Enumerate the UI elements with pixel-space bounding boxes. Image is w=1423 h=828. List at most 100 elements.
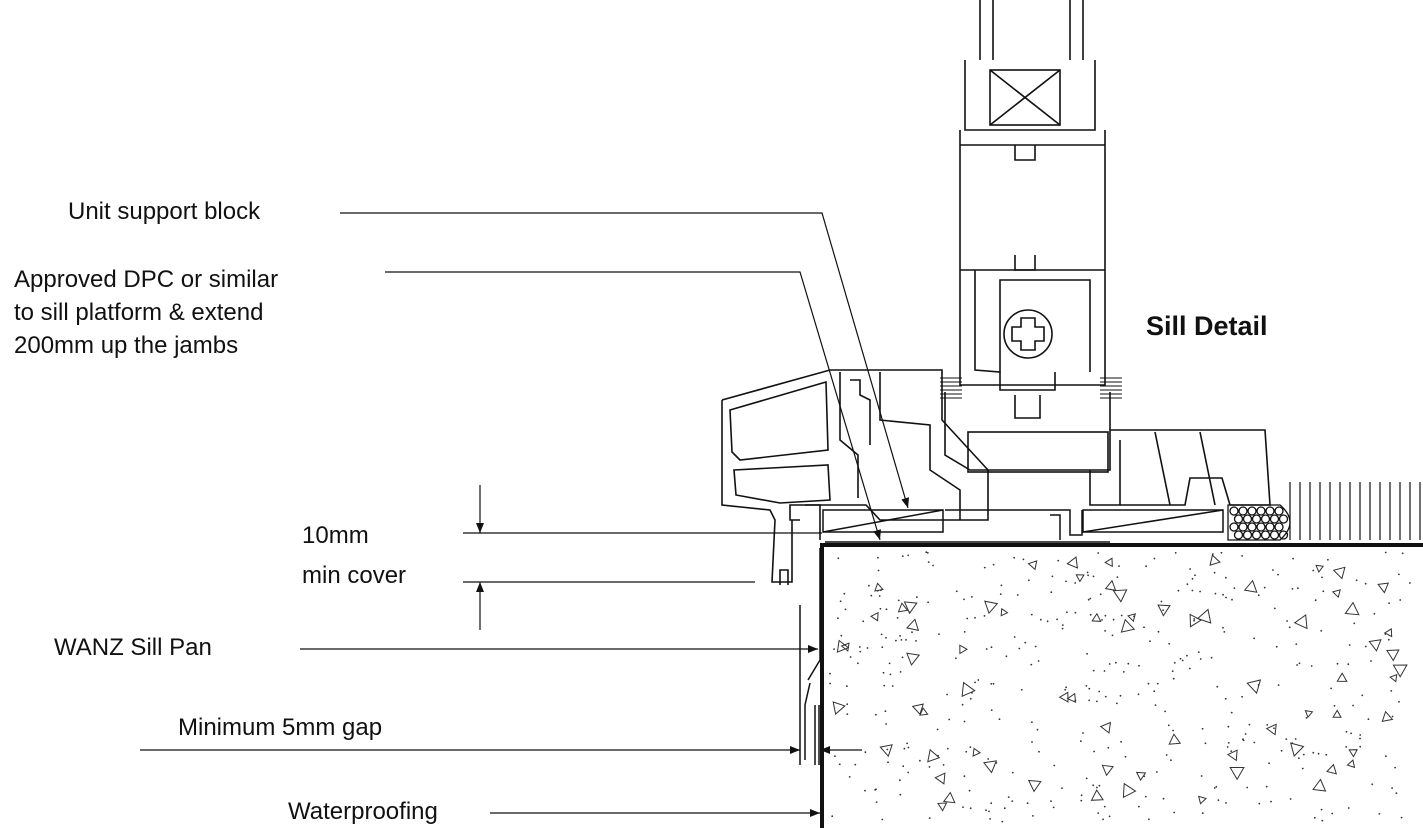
concrete-speck bbox=[971, 596, 973, 598]
concrete-speck bbox=[1186, 583, 1189, 586]
concrete-speck bbox=[862, 620, 865, 623]
concrete-speck bbox=[925, 551, 928, 554]
concrete-speck bbox=[864, 751, 867, 754]
concrete-speck bbox=[1347, 807, 1350, 809]
concrete-speck bbox=[1370, 660, 1372, 662]
concrete-speck bbox=[899, 779, 901, 782]
rod-cell bbox=[1229, 522, 1239, 532]
concrete-speck bbox=[1317, 752, 1320, 755]
concrete-speck bbox=[880, 633, 883, 636]
concrete-speck bbox=[1065, 686, 1067, 689]
concrete-speck bbox=[887, 761, 889, 764]
concrete-speck bbox=[1011, 771, 1014, 774]
concrete-speck bbox=[840, 634, 843, 637]
rod-cell bbox=[1278, 530, 1289, 540]
concrete-speck bbox=[1361, 694, 1364, 697]
concrete-speck bbox=[1050, 800, 1052, 802]
concrete-speck bbox=[998, 718, 1001, 721]
aggregate-stone bbox=[1189, 613, 1203, 628]
concrete-speck bbox=[1277, 684, 1280, 686]
aggregate-stone bbox=[1091, 612, 1102, 622]
concrete-speck bbox=[1097, 552, 1100, 554]
concrete-speck bbox=[1118, 565, 1120, 567]
concrete-speck bbox=[962, 806, 964, 808]
concrete-speck bbox=[927, 601, 929, 604]
aggregate-stone bbox=[1198, 795, 1207, 805]
concrete-speck bbox=[881, 646, 884, 649]
concrete-speck bbox=[969, 807, 972, 810]
concrete-speck bbox=[1186, 654, 1188, 657]
rod-cell bbox=[1269, 530, 1280, 540]
label-waterproofing: Waterproofing bbox=[288, 798, 438, 825]
concrete-speck bbox=[1273, 607, 1276, 610]
aggregate-stone bbox=[1381, 710, 1394, 723]
aggregate-stone bbox=[1209, 554, 1221, 566]
concrete-speck bbox=[1120, 614, 1123, 617]
aggregate-stone bbox=[1389, 673, 1398, 683]
sill-extrusion bbox=[721, 369, 989, 585]
concrete-speck bbox=[899, 671, 902, 673]
concrete-speck bbox=[1197, 651, 1200, 653]
aggregate-stone bbox=[911, 703, 924, 716]
concrete-speck bbox=[1294, 738, 1297, 740]
concrete-speck bbox=[1080, 794, 1083, 797]
support-blocks bbox=[822, 509, 1224, 540]
aggregate-stone bbox=[1127, 613, 1137, 623]
concrete-speck bbox=[905, 639, 907, 641]
concrete-speck bbox=[1085, 777, 1088, 780]
aggregate-stone bbox=[1386, 649, 1400, 662]
concrete-speck bbox=[1026, 802, 1029, 805]
concrete-speck bbox=[1231, 598, 1233, 601]
concrete-speck bbox=[1204, 742, 1207, 745]
concrete-speck bbox=[1165, 754, 1168, 756]
aggregate-stone bbox=[905, 618, 920, 632]
aggregate-stone bbox=[1265, 723, 1277, 736]
concrete-speck bbox=[1263, 586, 1266, 589]
rod-cell bbox=[1265, 522, 1275, 532]
concrete-speck bbox=[1359, 737, 1361, 740]
concrete-speck bbox=[1162, 609, 1164, 612]
concrete-speck bbox=[902, 765, 905, 768]
concrete-slab bbox=[820, 543, 1423, 828]
concrete-speck bbox=[1104, 614, 1107, 617]
aggregate-stone bbox=[1293, 614, 1308, 630]
concrete-speck bbox=[1270, 800, 1272, 803]
concrete-speck bbox=[900, 639, 903, 641]
aggregate-stone bbox=[1315, 564, 1325, 574]
concrete-speck bbox=[1177, 589, 1180, 592]
concrete-speck bbox=[1056, 618, 1058, 621]
concrete-speck bbox=[1241, 555, 1243, 557]
concrete-speck bbox=[1258, 802, 1261, 805]
concrete-speck bbox=[1285, 738, 1288, 740]
concrete-speck bbox=[1061, 624, 1064, 626]
concrete-speck bbox=[1275, 645, 1278, 648]
concrete-speck bbox=[1005, 655, 1008, 658]
aggregate-stone bbox=[1090, 789, 1104, 801]
concrete-speck bbox=[955, 590, 958, 593]
aggregate-stone bbox=[1383, 628, 1393, 638]
concrete-speck bbox=[1327, 558, 1329, 561]
concrete-speck bbox=[1016, 594, 1019, 596]
concrete-speck bbox=[1173, 811, 1176, 814]
concrete-speck bbox=[1384, 551, 1387, 554]
concrete-speck bbox=[1253, 637, 1255, 640]
concrete-speck bbox=[878, 595, 881, 597]
concrete-speck bbox=[1298, 757, 1300, 759]
concrete-speck bbox=[1313, 816, 1316, 819]
concrete-speck bbox=[1098, 690, 1101, 693]
concrete-speck bbox=[1347, 663, 1350, 666]
concrete-speck bbox=[1216, 685, 1219, 688]
concrete-speck bbox=[1409, 582, 1411, 584]
rod-cell bbox=[1256, 506, 1266, 516]
aggregate-stone bbox=[1066, 556, 1079, 569]
concrete-speck bbox=[928, 817, 931, 819]
concrete-speck bbox=[1172, 729, 1174, 732]
concrete-speck bbox=[881, 818, 884, 821]
concrete-speck bbox=[1350, 732, 1352, 735]
label-cover-line1: 10mm bbox=[302, 522, 369, 549]
aggregate-stone bbox=[1312, 778, 1327, 792]
concrete-speck bbox=[1000, 584, 1003, 587]
concrete-speck bbox=[1320, 630, 1323, 632]
concrete-speck bbox=[1074, 582, 1077, 584]
concrete-speck bbox=[1286, 620, 1288, 622]
